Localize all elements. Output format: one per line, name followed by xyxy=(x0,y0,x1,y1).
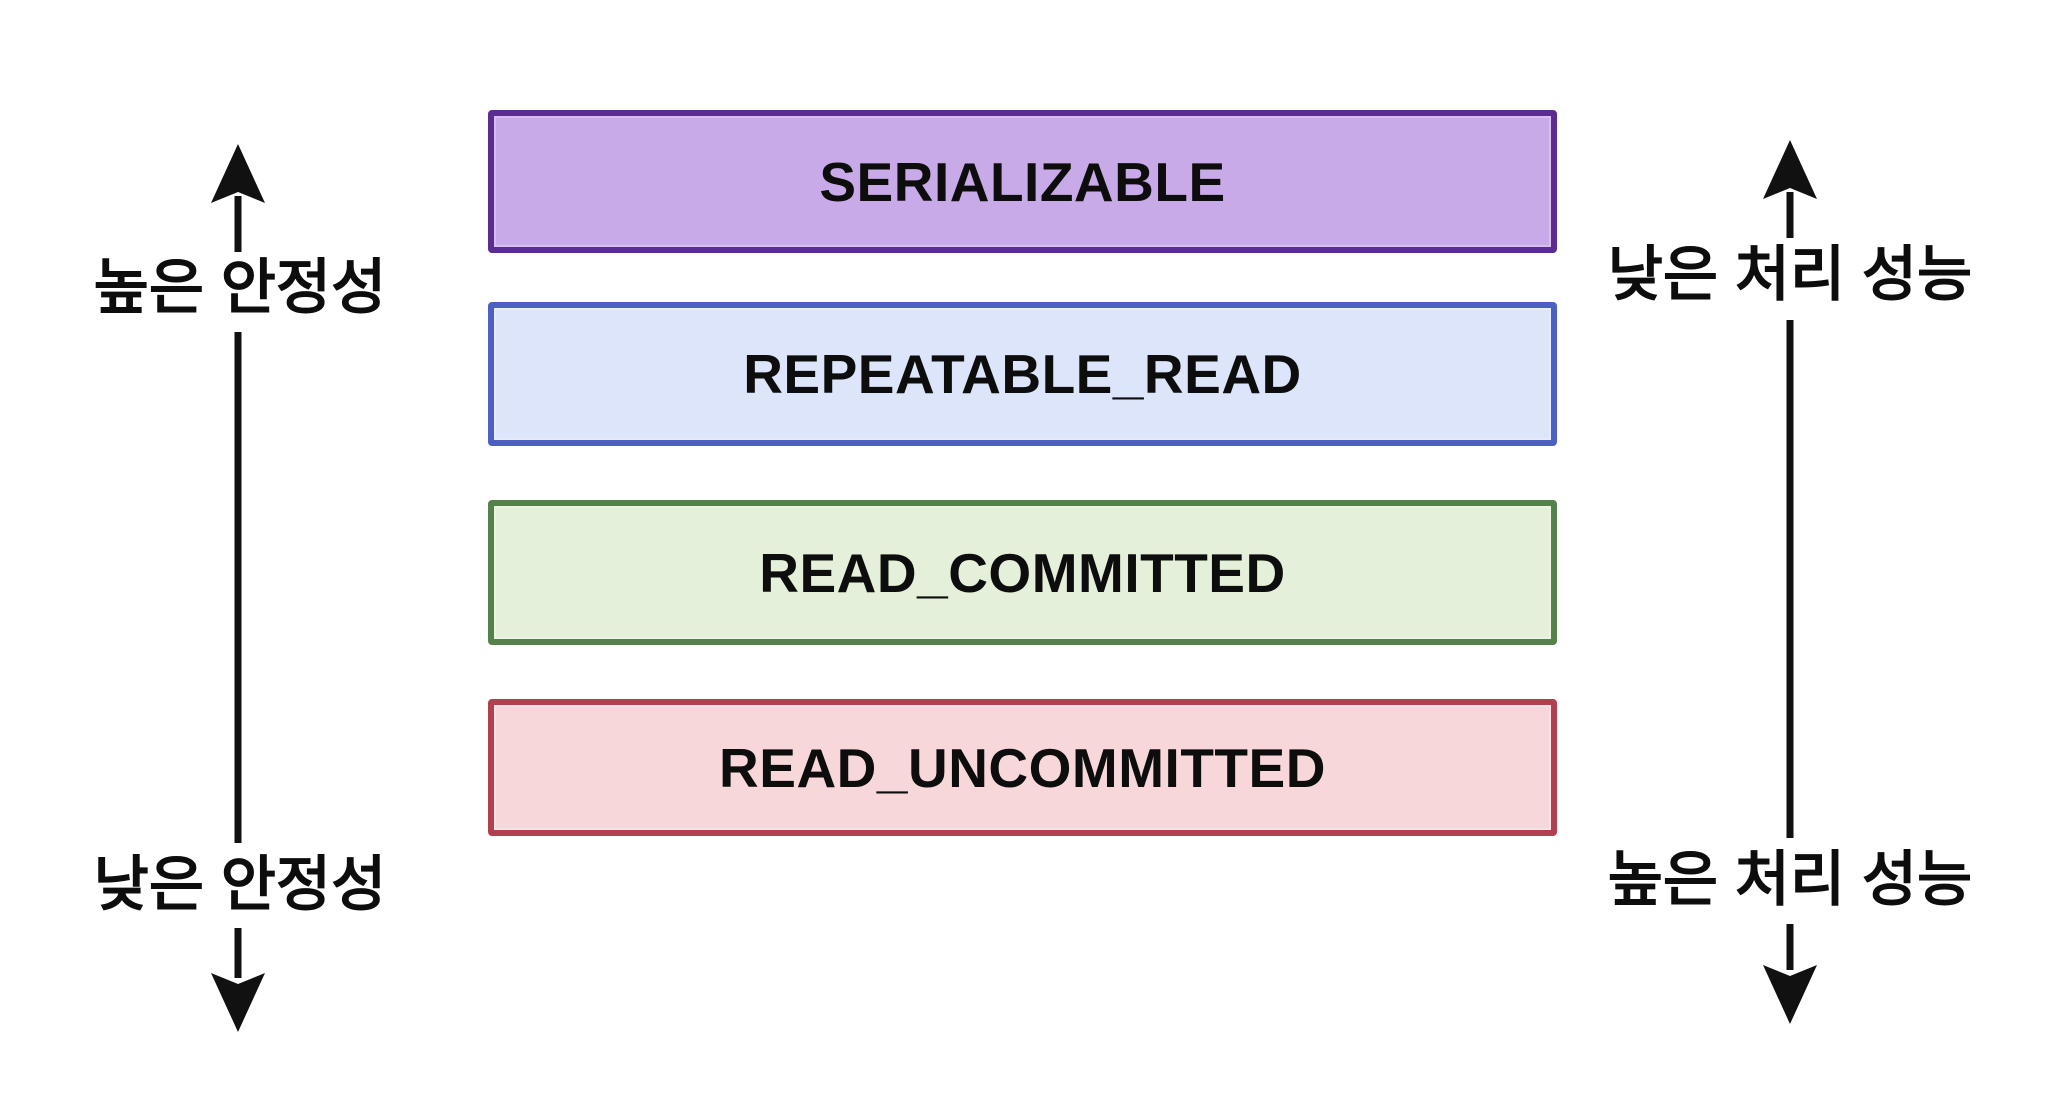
right-axis-arrow xyxy=(1763,140,1817,1024)
isolation-level-bar-read-uncommitted: READ_UNCOMMITTED xyxy=(488,699,1557,836)
left-axis-top-label: 높은 안정성 xyxy=(93,254,387,321)
left-axis-arrow xyxy=(211,144,265,1032)
right-axis-bottom-label: 높은 처리 성능 xyxy=(1607,846,1973,913)
isolation-level-label: READ_COMMITTED xyxy=(759,541,1286,604)
left-down-arrowhead-icon xyxy=(211,973,265,1032)
isolation-level-bar-read-committed: READ_COMMITTED xyxy=(488,500,1557,645)
left-axis-bottom-label: 낮은 안정성 xyxy=(93,851,387,918)
right-down-arrowhead-icon xyxy=(1763,965,1817,1024)
isolation-level-label: REPEATABLE_READ xyxy=(743,343,1302,405)
right-up-arrowhead-icon xyxy=(1763,140,1817,199)
right-axis-top-label: 낮은 처리 성능 xyxy=(1607,241,1973,308)
left-up-arrowhead-icon xyxy=(211,144,265,203)
isolation-level-label: SERIALIZABLE xyxy=(819,150,1226,213)
isolation-level-label: READ_UNCOMMITTED xyxy=(719,736,1326,799)
isolation-level-bar-serializable: SERIALIZABLE xyxy=(488,110,1557,253)
isolation-level-bar-repeatable-read: REPEATABLE_READ xyxy=(488,302,1557,446)
